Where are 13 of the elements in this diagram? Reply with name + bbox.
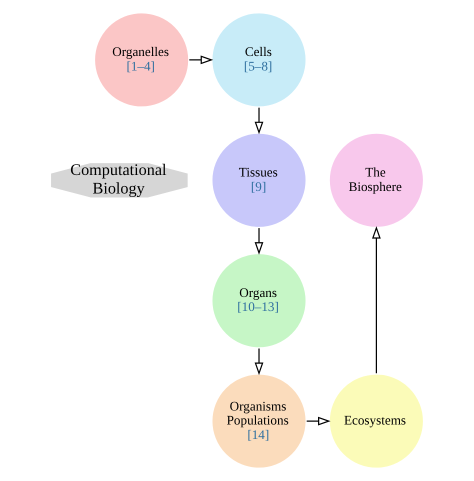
node-circle: Tissues [9]: [210, 132, 308, 229]
node-circle: Organs [10–13]: [210, 252, 308, 350]
node-circle: Organisms Populations [14]: [210, 372, 308, 470]
arrow: [189, 55, 214, 64]
node-circle: Ecosystems: [328, 372, 425, 470]
arrow: [254, 348, 264, 376]
node-circle: Cells [5–8]: [210, 11, 308, 108]
arrow: [254, 228, 264, 255]
node-circle: The Biosphere: [328, 132, 425, 229]
arrow: [372, 226, 381, 374]
node-circle: Organelles [1–4]: [93, 11, 190, 108]
arrow: [306, 416, 331, 426]
arrow: [254, 108, 264, 134]
